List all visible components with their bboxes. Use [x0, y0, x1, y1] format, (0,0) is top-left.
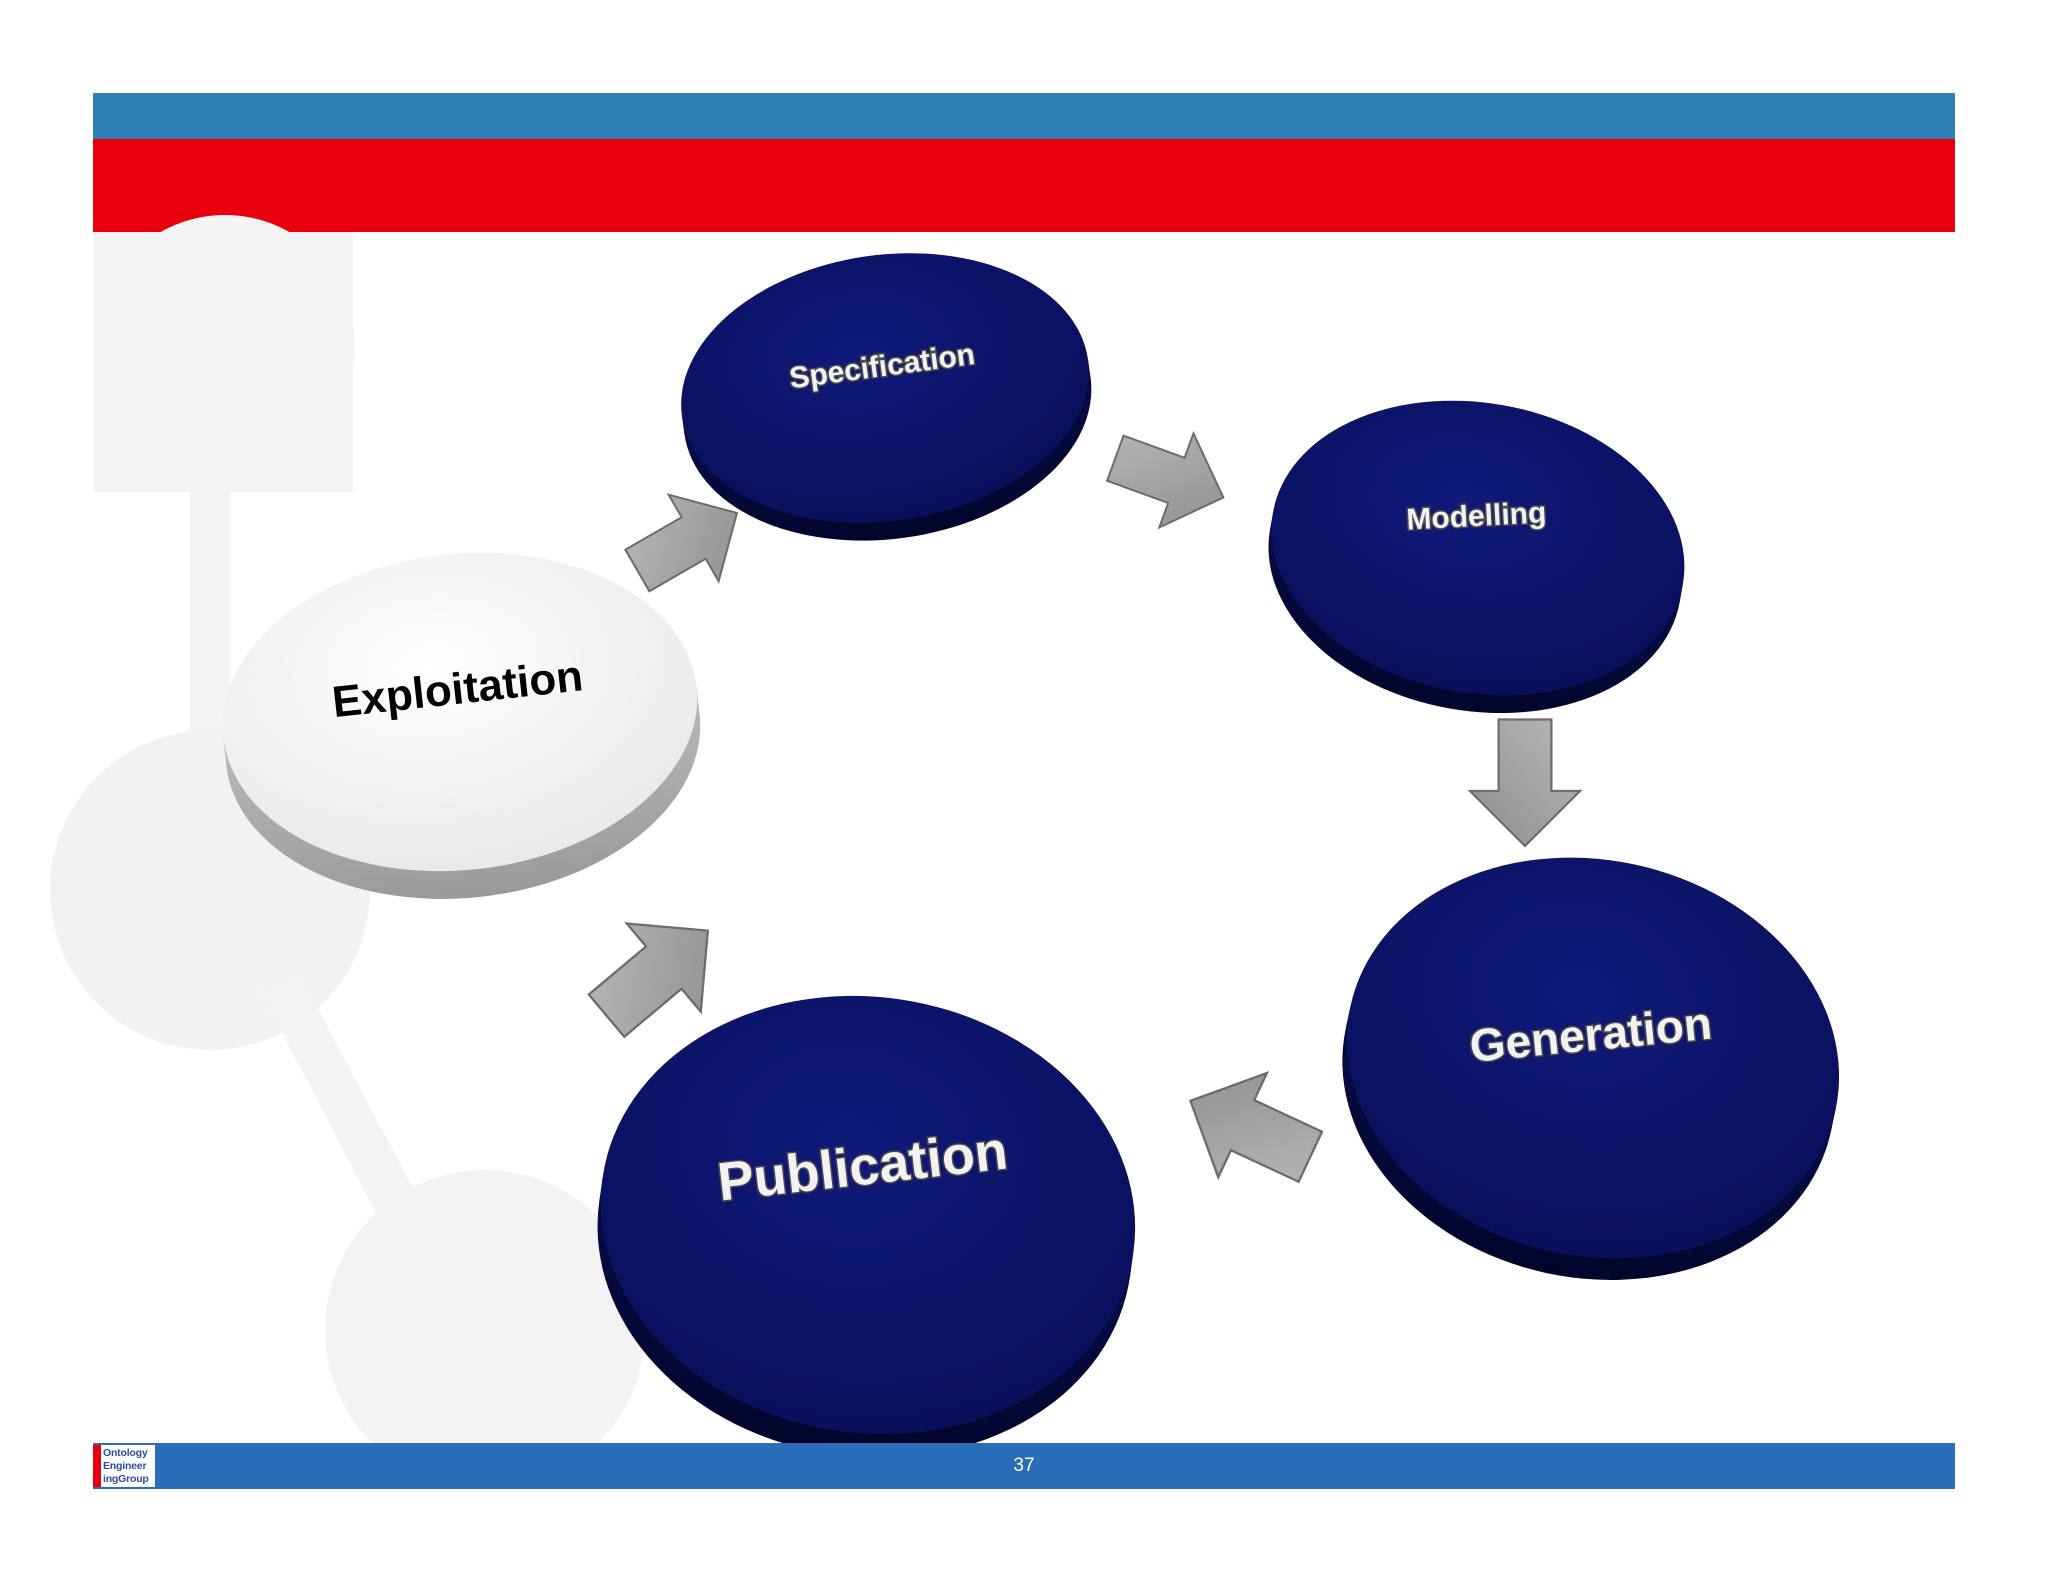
footer-band: 37: [93, 1443, 1955, 1489]
stage-disk-specification: Specification: [681, 253, 1092, 541]
header-red-band: [93, 139, 1955, 232]
stage-disk-publication: Publication: [597, 995, 1136, 1458]
block-arrow-icon: [587, 922, 710, 1039]
stage-disk-modelling: Modelling: [1268, 400, 1685, 714]
stage-disk-generation: Generation: [1342, 857, 1840, 1280]
logo-line-1: Ontology: [103, 1446, 148, 1459]
page-number: 37: [1013, 1455, 1035, 1476]
logo-line-3: ingGroup: [103, 1472, 149, 1485]
block-arrow-icon: [1188, 1070, 1324, 1184]
logo-line-2: Engineer: [103, 1459, 147, 1472]
block-arrow-icon: [1105, 430, 1225, 530]
group-logo: Ontology Engineer ingGroup: [93, 1445, 155, 1487]
header-blue-band: [93, 93, 1955, 139]
watermark-molecule-icon: [50, 215, 645, 1490]
stage-disk-exploitation: Exploitation: [222, 552, 701, 899]
logo-bar: [93, 1445, 101, 1487]
block-arrow-icon: [624, 493, 739, 593]
block-arrow-icon: [1467, 718, 1583, 848]
